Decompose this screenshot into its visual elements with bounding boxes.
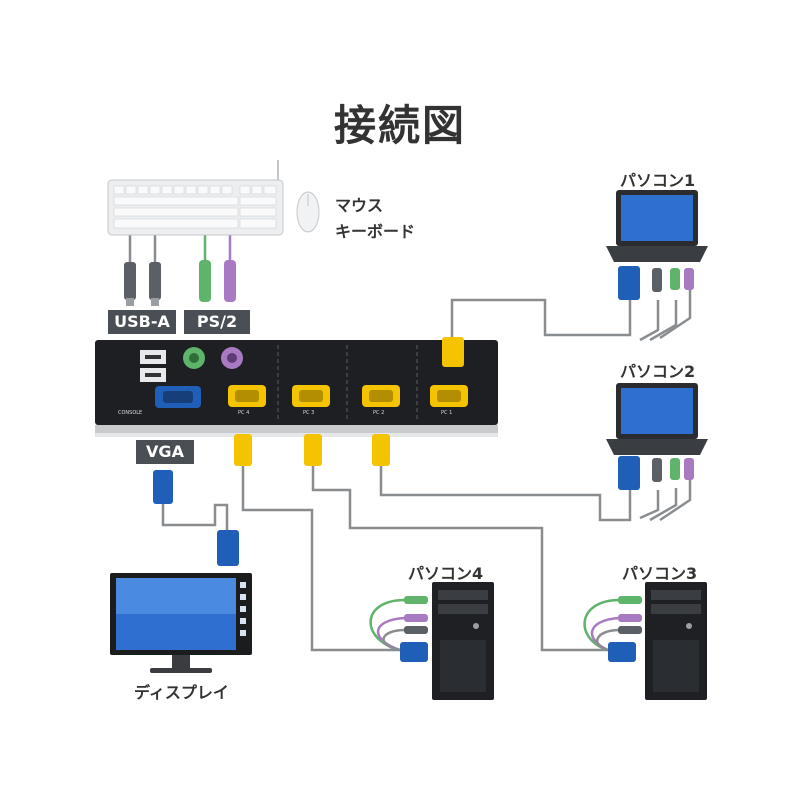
usb-a-plugs	[124, 262, 161, 306]
ps2-plugs	[199, 260, 236, 302]
port-label-pc4: PC 4	[238, 410, 250, 416]
laptop-pc2	[606, 383, 708, 490]
display-label: ディスプレイ	[134, 683, 229, 702]
port-label-pc3: PC 3	[303, 410, 315, 416]
cable-pc3	[311, 462, 608, 652]
pc1-label: パソコン1	[620, 171, 696, 190]
mouse-device	[296, 191, 320, 233]
ps2-tag: PS/2	[184, 310, 250, 334]
vga-plugs	[153, 470, 239, 566]
port-label-pc2: PC 2	[373, 410, 385, 416]
tower-pc3	[608, 582, 707, 700]
pc-port-plugs	[234, 337, 464, 466]
vga-tag: VGA	[136, 440, 194, 464]
tower-pc4	[400, 582, 494, 700]
laptop-pc1	[606, 190, 708, 300]
cable-vga	[161, 500, 229, 540]
usb-a-tag: USB-A	[108, 310, 176, 334]
console-port-label: CONSOLE	[118, 410, 143, 416]
display-device	[110, 573, 252, 673]
kvm-switch	[95, 340, 498, 437]
cable-pc1	[450, 298, 632, 340]
diagram-title: 接続図	[333, 101, 466, 150]
mouse-label: マウス	[335, 196, 384, 215]
pc2-label: パソコン2	[620, 362, 696, 381]
cable-pc2	[379, 462, 632, 522]
keyboard-device	[107, 160, 284, 236]
cable-pc4	[241, 465, 400, 652]
port-label-pc1: PC 1	[441, 410, 453, 416]
cables	[128, 235, 692, 652]
pc4-label: パソコン4	[408, 564, 484, 583]
pc3-label: パソコン3	[622, 564, 698, 583]
keyboard-label: キーボード	[335, 222, 416, 241]
